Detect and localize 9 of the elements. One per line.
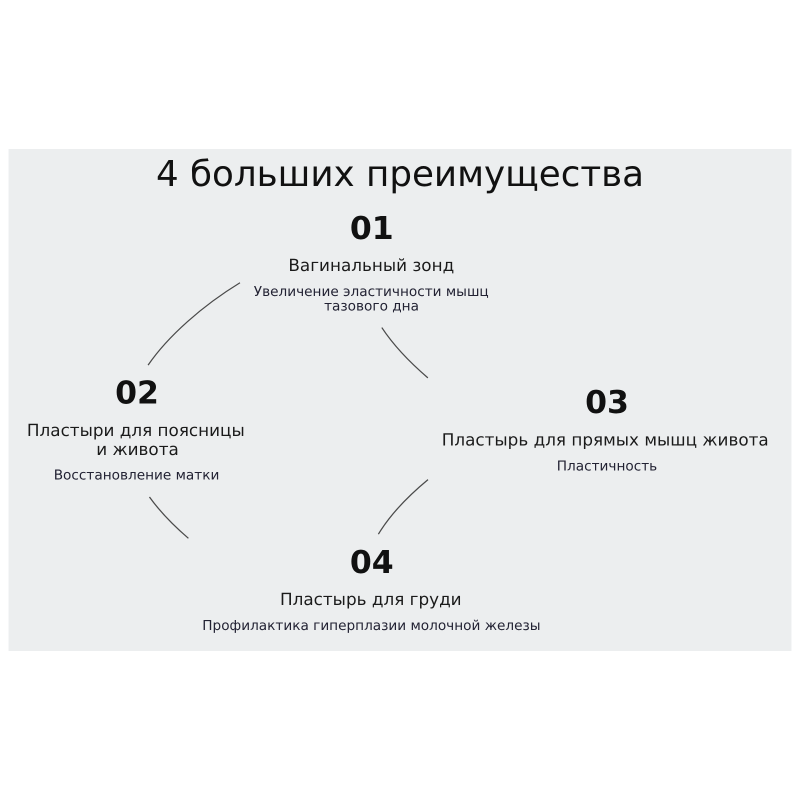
node-text: 04 Пластырь для груди Профилактика гиперплазии молочной железы: [202, 544, 541, 634]
node-text: 03 Пластырь для прямых мышц живота Пластичность: [442, 385, 769, 474]
connector: [378, 479, 428, 534]
node-text: 02 Пластыри для поясницы и живота Восстановление матки: [26, 376, 245, 484]
connector: [148, 282, 240, 366]
connector: [148, 496, 189, 539]
node-text: 01 Вагинальный зонд Увеличение эластичности мышц тазового дна: [254, 210, 489, 315]
connector: [381, 327, 428, 378]
diagram-title: 4 больших преимущества: [156, 154, 644, 195]
